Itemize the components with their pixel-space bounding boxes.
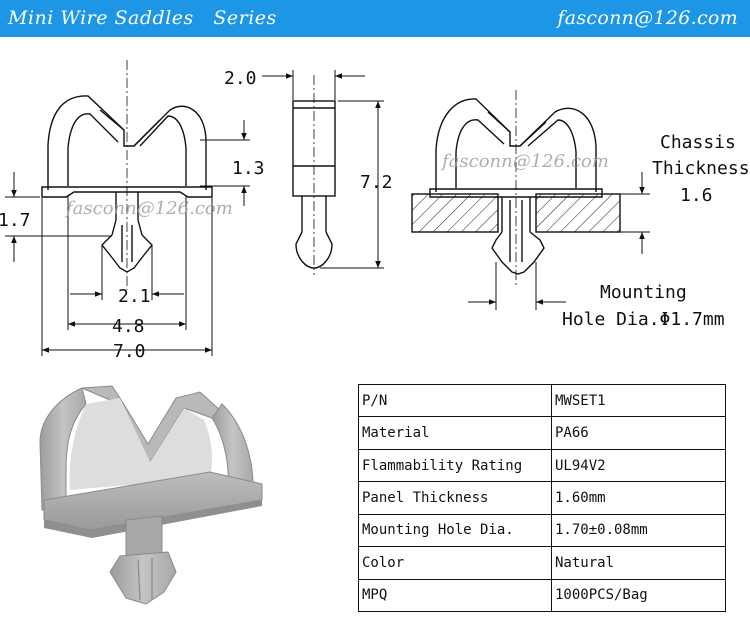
dim-48-label: 4.8 (112, 316, 145, 337)
spec-label: MPQ (358, 578, 552, 613)
spec-label: Color (358, 546, 552, 580)
dim-21-label: 2.1 (118, 286, 151, 307)
spec-value: 1000PCS/Bag (551, 578, 726, 613)
spec-value: Natural (551, 546, 726, 580)
page-title: Mini Wire Saddles Series (8, 7, 277, 29)
dim-gap-label: 1.3 (232, 158, 265, 179)
watermark-left: fasconn@126.com (64, 198, 233, 219)
chassis-label-1: Chassis (660, 132, 736, 153)
spec-value: 1.60mm (551, 481, 726, 515)
spec-label: Panel Thickness (358, 481, 552, 515)
spec-value: PA66 (551, 416, 726, 450)
header-bar: Mini Wire Saddles Series fasconn@126.com (0, 0, 750, 37)
spec-value: 1.70±0.08mm (551, 513, 726, 548)
chassis-label-2: Thickness (652, 158, 750, 179)
spec-row: Mounting Hole Dia.1.70±0.08mm (358, 513, 726, 548)
mount-label-1: Mounting (600, 282, 687, 303)
dim-height-label: 7.2 (360, 172, 393, 193)
dim-70-label: 7.0 (113, 341, 146, 362)
watermark-right: fasconn@126.com (440, 151, 609, 172)
spec-value: UL94V2 (551, 448, 726, 483)
spec-label: Material (358, 416, 552, 450)
spec-label: P/N (358, 383, 552, 418)
dim-left-label: 1.7 (0, 210, 31, 231)
mount-label-2: Hole Dia.Φ1.7mm (562, 309, 725, 330)
spec-label: Flammability Rating (358, 448, 552, 483)
spec-value: MWSET1 (551, 383, 726, 418)
contact-email: fasconn@126.com (557, 7, 738, 29)
dim-top-width-label: 2.0 (224, 68, 257, 89)
chassis-panel (411, 193, 621, 233)
side-dimensions (262, 70, 384, 269)
mounted-dimensions (468, 172, 650, 310)
front-view-drawing (41, 95, 213, 273)
spec-label: Mounting Hole Dia. (358, 513, 552, 548)
mounted-view-drawing (429, 98, 603, 275)
front-dimensions (5, 120, 250, 356)
product-render (39, 385, 263, 605)
chassis-value: 1.6 (680, 185, 713, 206)
